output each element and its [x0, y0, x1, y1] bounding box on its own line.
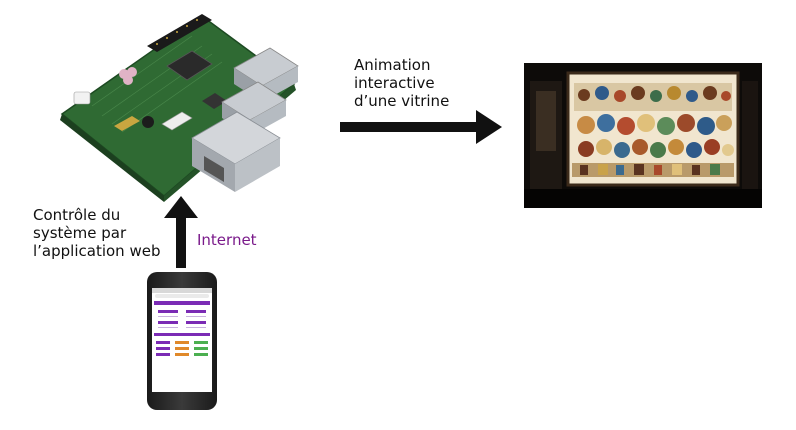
- internet-label: Internet: [197, 231, 257, 249]
- animation-label: Animation interactive d’une vitrine: [354, 56, 450, 110]
- raspberry-pi-board: [60, 14, 299, 202]
- control-label: Contrôle du système par l’application we…: [33, 206, 161, 260]
- ethernet-port: [191, 111, 281, 192]
- arrow-to-vitrine: [340, 110, 502, 144]
- web-app-screen: [152, 288, 212, 392]
- arrow-to-board: [164, 196, 198, 268]
- smartphone: [147, 272, 217, 410]
- shop-window-photo: [524, 63, 762, 208]
- raspberry-logo-icon: [119, 67, 137, 85]
